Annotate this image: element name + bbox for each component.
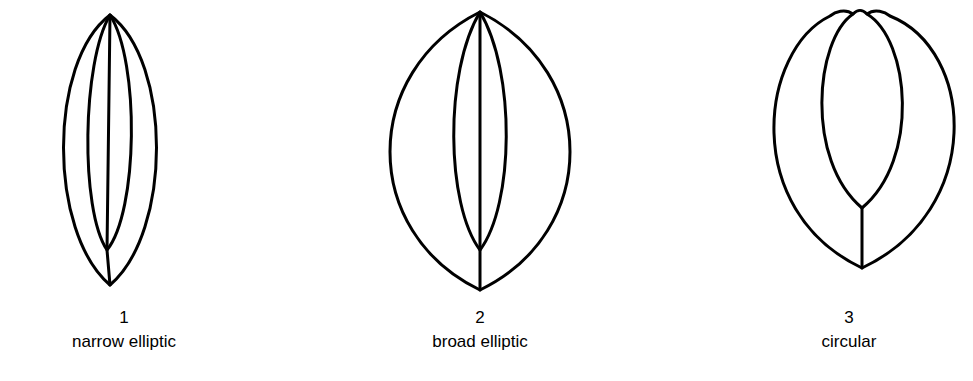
shape-caption: circular (729, 332, 969, 352)
broad-elliptic-shape (390, 12, 570, 290)
narrow-elliptic-shape (64, 15, 157, 285)
figure-number: 1 (4, 308, 244, 328)
circular-shape (774, 10, 954, 268)
shape-caption: narrow elliptic (4, 332, 244, 352)
shape-caption: broad elliptic (360, 332, 600, 352)
figure-number: 3 (729, 308, 969, 328)
figure-number: 2 (360, 308, 600, 328)
